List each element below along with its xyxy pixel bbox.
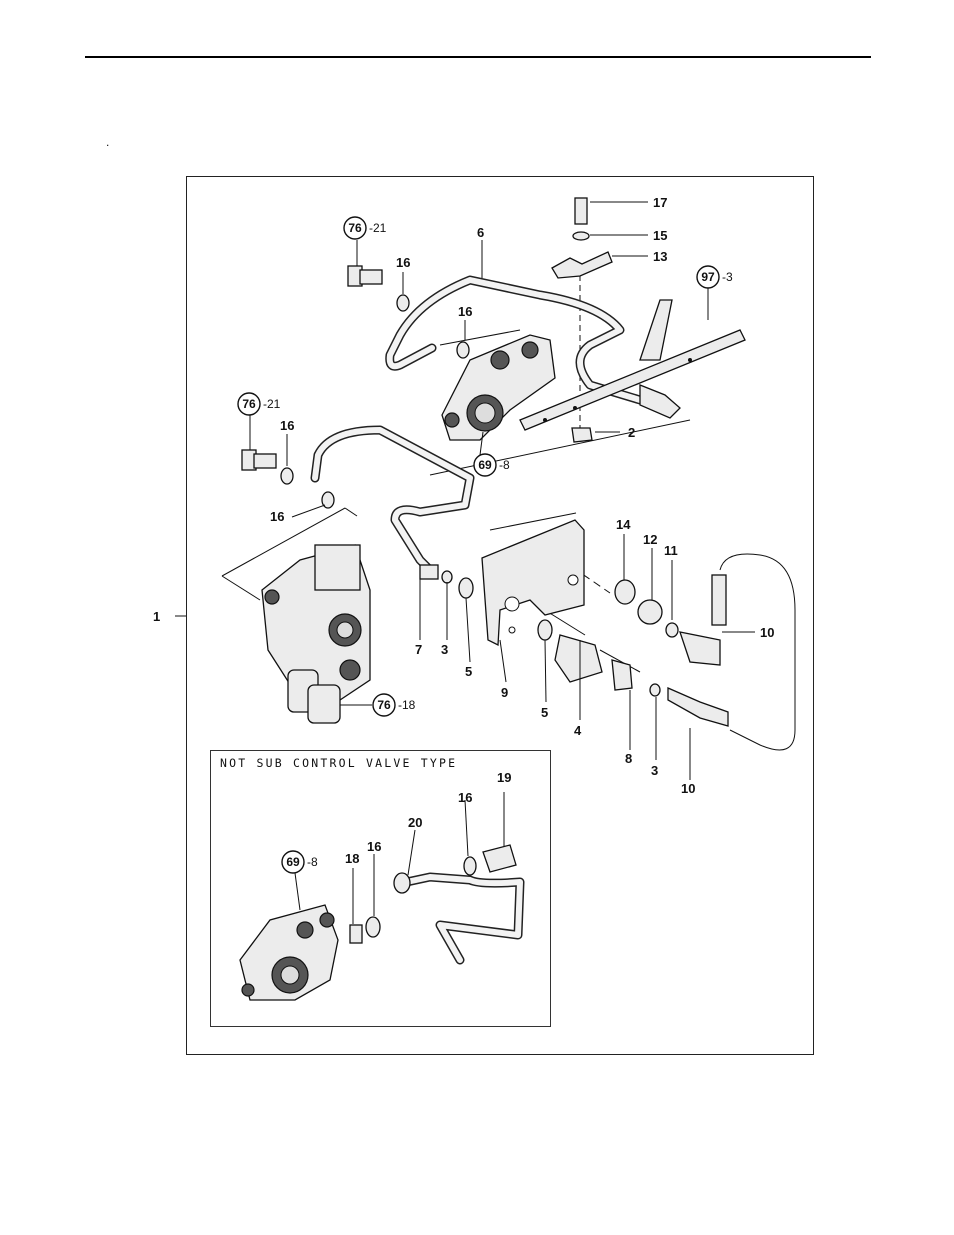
- ref-69-inset: 69 -8: [282, 851, 318, 873]
- callout-1: 1: [153, 609, 160, 624]
- callout-5-lower: 5: [541, 705, 548, 720]
- callout-17: 17: [653, 195, 667, 210]
- pipe-20: [402, 877, 520, 960]
- ref-76-valve: 76 -18: [373, 694, 416, 716]
- ref-69-inset-num: 69: [286, 855, 300, 869]
- callout-14: 14: [616, 517, 631, 532]
- callout-3-left: 3: [441, 642, 448, 657]
- callout-15: 15: [653, 228, 667, 243]
- plate-9: [482, 520, 584, 645]
- callout-10-upper: 10: [760, 625, 774, 640]
- callout-13: 13: [653, 249, 667, 264]
- callout-8: 8: [625, 751, 632, 766]
- callout-16-d: 16: [270, 509, 284, 524]
- ref-76-upper: 76 -21: [344, 217, 387, 239]
- callout-12: 12: [643, 532, 657, 547]
- ref-76-upper-suffix: -21: [369, 221, 387, 235]
- ref-97: 97 -3: [697, 266, 733, 288]
- hose-10: [720, 554, 795, 750]
- bolt-76-upper: [348, 266, 382, 286]
- callout-19: 19: [497, 770, 511, 785]
- callout-16-f: 16: [367, 839, 381, 854]
- ref-76-upper-num: 76: [348, 221, 362, 235]
- callout-4: 4: [574, 723, 582, 738]
- callout-18: 18: [345, 851, 359, 866]
- ref-69-main-num: 69: [478, 458, 492, 472]
- callout-16-e: 16: [458, 790, 472, 805]
- inset-flow-divider: [240, 905, 338, 1000]
- ref-97-suffix: -3: [722, 270, 733, 284]
- ref-76-lower-num: 76: [242, 397, 256, 411]
- callout-3-right: 3: [651, 763, 658, 778]
- ref-76-valve-suffix: -18: [398, 698, 416, 712]
- callout-2: 2: [628, 425, 635, 440]
- stray-dot: .: [106, 135, 109, 149]
- ref-97-num: 97: [701, 270, 715, 284]
- ref-69-main-suffix: -8: [499, 458, 510, 472]
- control-valve: [262, 545, 370, 723]
- washers-16: [281, 295, 469, 508]
- callout-16-a: 16: [396, 255, 410, 270]
- callout-16-b: 16: [458, 304, 472, 319]
- ref-69-main: 69 -8: [474, 454, 510, 476]
- callout-11: 11: [664, 543, 678, 558]
- ref-69-inset-suffix: -8: [307, 855, 318, 869]
- callout-5-upper: 5: [465, 664, 472, 679]
- callout-16-c: 16: [280, 418, 294, 433]
- callout-20: 20: [408, 815, 422, 830]
- ref-76-lower: 76 -21: [238, 393, 281, 415]
- callout-9: 9: [501, 685, 508, 700]
- ref-76-lower-suffix: -21: [263, 397, 281, 411]
- callout-10-lower: 10: [681, 781, 695, 796]
- callout-6: 6: [477, 225, 484, 240]
- callouts: 1 2 3 3 4 5 5 6 7 8 9 10 10 11 12 13 14 …: [153, 195, 774, 866]
- ref-76-valve-num: 76: [377, 698, 391, 712]
- callout-7: 7: [415, 642, 422, 657]
- bolt-76-lower: [242, 450, 276, 470]
